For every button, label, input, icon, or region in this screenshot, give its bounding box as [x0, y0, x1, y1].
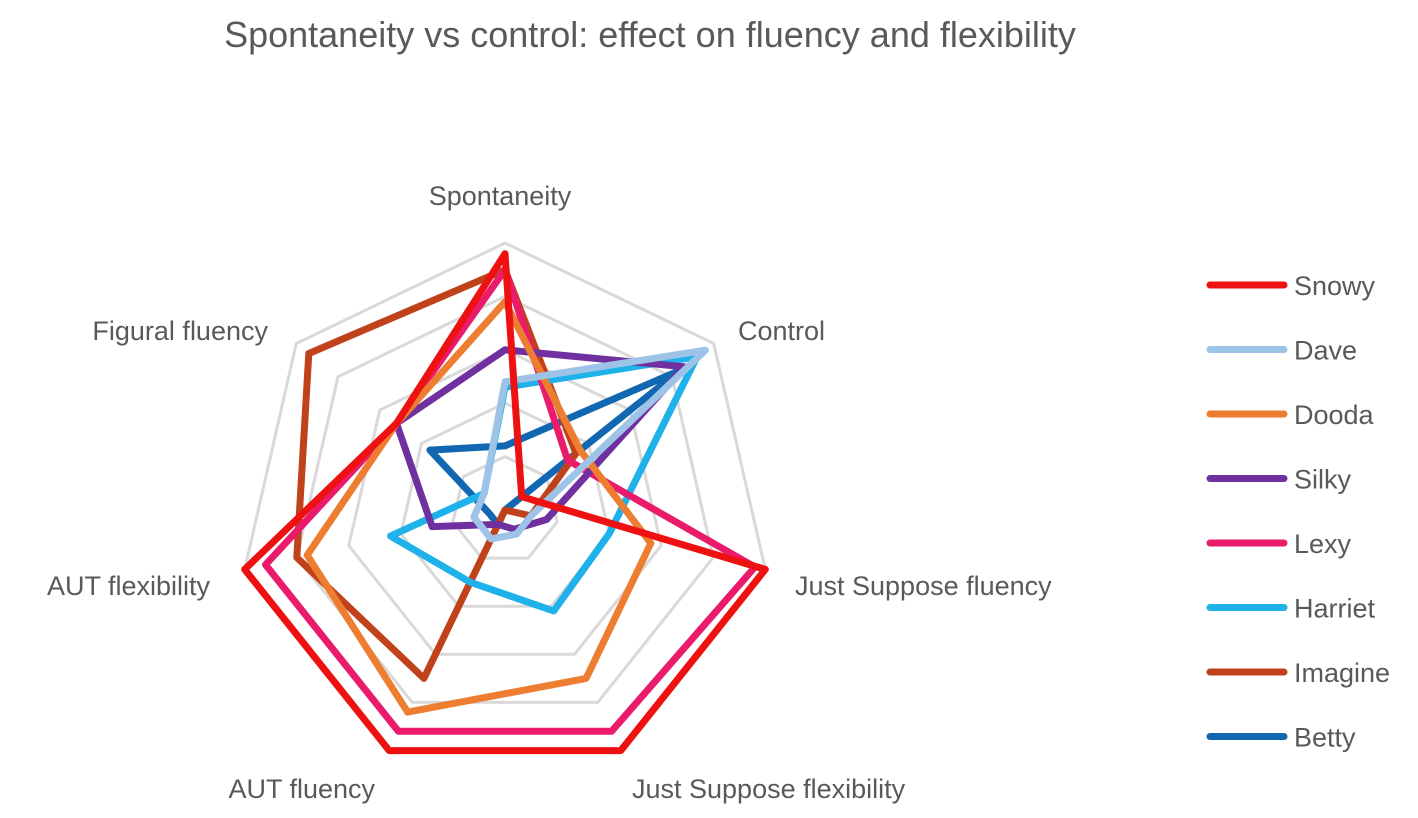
axis-label-spontaneity: Spontaneity: [429, 181, 572, 211]
chart-title: Spontaneity vs control: effect on fluenc…: [224, 14, 1076, 55]
legend-label-dooda: Dooda: [1294, 400, 1375, 430]
legend-label-harriet: Harriet: [1294, 594, 1376, 624]
legend-label-silky: Silky: [1294, 465, 1352, 495]
legend-label-imagine: Imagine: [1294, 658, 1390, 688]
axis-label-control: Control: [738, 316, 825, 346]
grid-ring-3: [347, 348, 663, 656]
legend-label-snowy: Snowy: [1294, 271, 1376, 301]
legend-label-dave: Dave: [1294, 336, 1357, 366]
series-snowy: [241, 250, 769, 755]
grid-ring-4: [295, 294, 715, 704]
axis-label-figural-fluency: Figural fluency: [92, 316, 268, 346]
series-harriet: [387, 353, 701, 615]
legend: SnowyDaveDoodaSilkyLexyHarrietImagineBet…: [1206, 271, 1390, 753]
axis-label-just-suppose-fluency: Just Suppose fluency: [795, 571, 1052, 601]
legend-label-lexy: Lexy: [1294, 529, 1352, 559]
series-dave: [470, 346, 709, 543]
axis-label-aut-flexibility: AUT flexibility: [47, 571, 211, 601]
series-layer: [241, 250, 769, 755]
axis-label-aut-fluency: AUT fluency: [228, 774, 375, 804]
legend-label-betty: Betty: [1294, 723, 1356, 753]
series-dooda: [303, 298, 655, 716]
axis-label-just-suppose-flexibility: Just Suppose flexibility: [632, 774, 906, 804]
